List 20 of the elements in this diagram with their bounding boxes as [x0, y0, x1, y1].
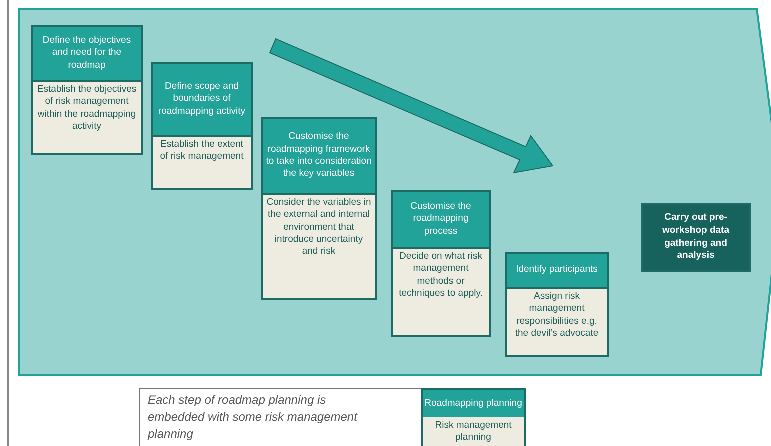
- risk-management-text: Consider the variables in the external and internal environment that introduce uncertainty and risk: [266, 196, 372, 260]
- roadmapping-step-heading: Customise the roadmapping process: [393, 192, 489, 249]
- risk-management-text: Decide on what risk management methods or techniques to apply.: [398, 250, 484, 302]
- step-text: Carry out pre-workshop data gathering and analysis: [661, 212, 731, 264]
- risk-management-text: Establish the extent of risk management: [159, 138, 245, 164]
- legend-swatch: Risk management planning: [421, 417, 526, 446]
- process-box: [641, 203, 751, 272]
- step-card: [151, 62, 253, 190]
- risk-management-text: Establish the objectives of risk management within the roadmapping activity: [36, 83, 138, 134]
- step-card: [505, 252, 609, 357]
- legend-swatch: Roadmapping planning: [421, 388, 526, 419]
- step-card: [31, 25, 143, 155]
- roadmapping-step-heading: Identify participants: [507, 254, 607, 289]
- step-card: [261, 117, 377, 300]
- risk-management-text: Assign risk management responsibilities e.g. the devil’s advocate: [514, 290, 600, 342]
- roadmapping-step-heading: Define scope and boundaries of roadmapping activity: [153, 64, 251, 137]
- roadmapping-step-heading: Customise the roadmapping framework to take into consideration the key variables: [263, 119, 375, 195]
- step-card: [391, 190, 491, 337]
- process-band: [18, 8, 771, 376]
- roadmapping-step-heading: Define the objectives and need for the roadmap: [33, 27, 141, 82]
